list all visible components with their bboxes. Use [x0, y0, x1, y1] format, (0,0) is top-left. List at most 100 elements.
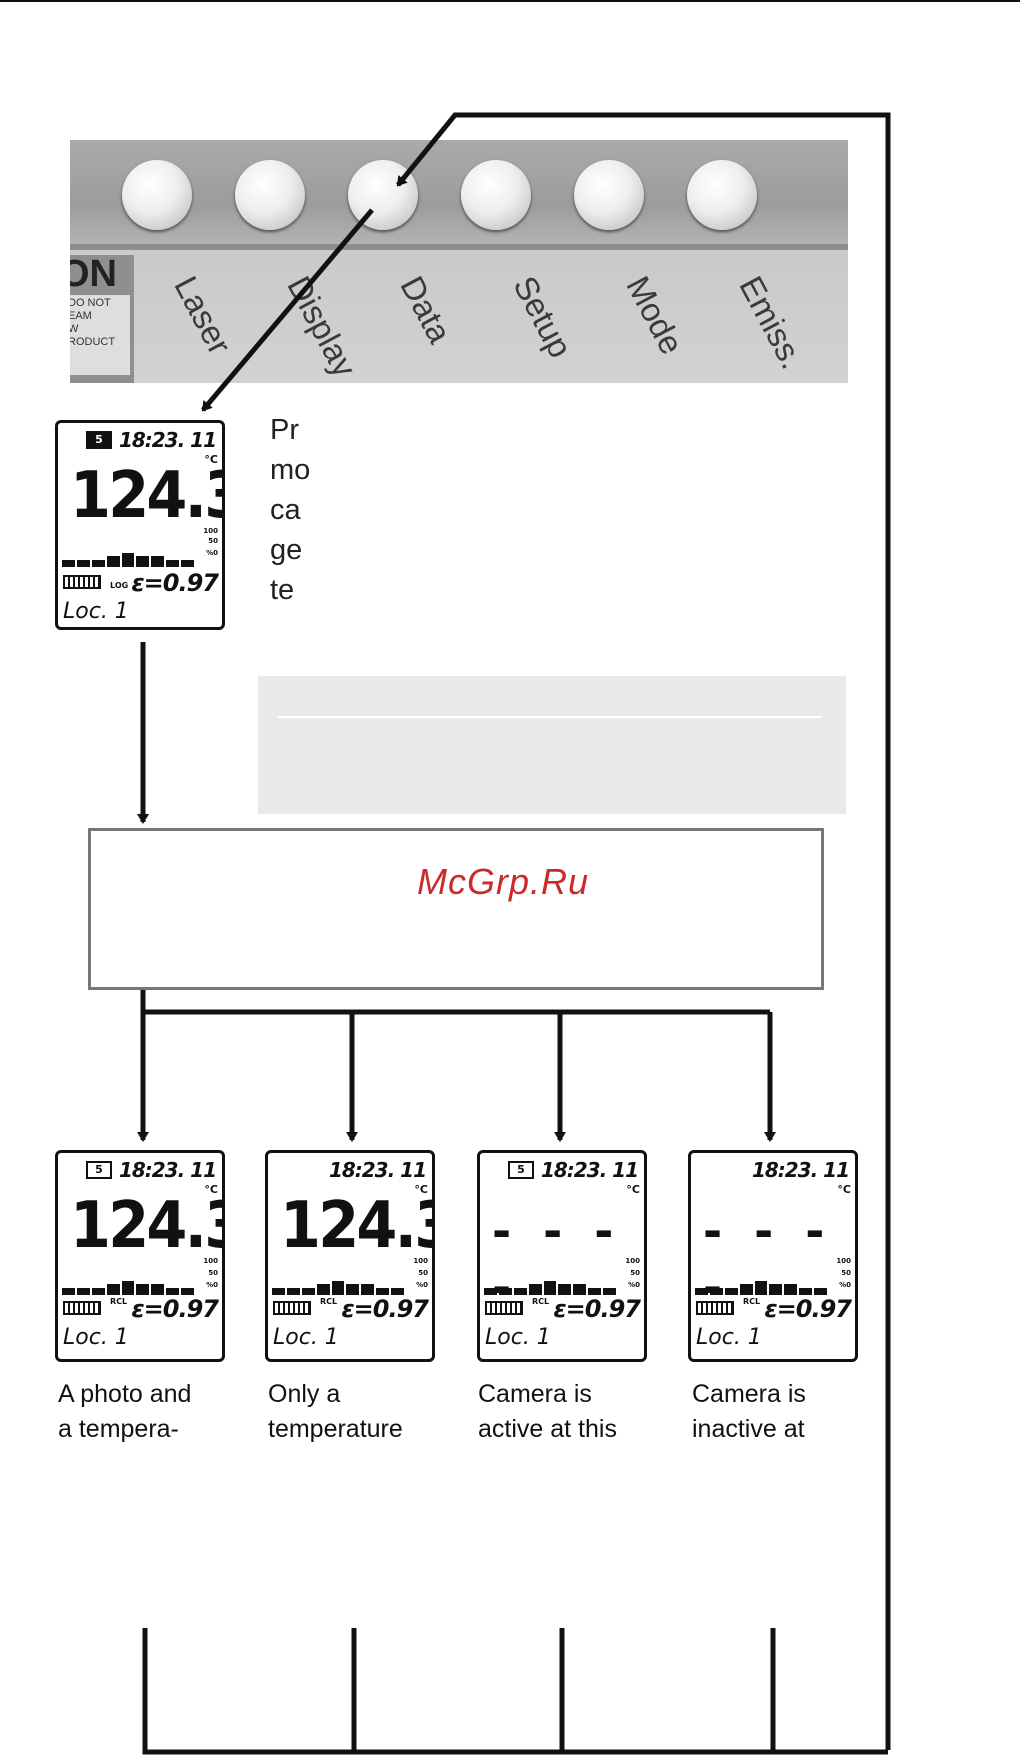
lcd-location: Loc. 1: [63, 599, 129, 624]
emiss-button[interactable]: [687, 160, 757, 230]
note-divider: [278, 716, 822, 718]
display-button[interactable]: [235, 160, 305, 230]
bargraph-segment: [391, 1288, 405, 1295]
lcd-time: 18:23. 11: [118, 428, 217, 452]
lcd-time: 18:23. 11: [540, 1158, 639, 1182]
caption-line: a tempera-: [58, 1415, 179, 1443]
laser-button[interactable]: [122, 160, 192, 230]
bargraph-segment: [528, 1284, 542, 1295]
caption-line: A photo and: [58, 1380, 192, 1408]
lcd-unit: °C: [837, 1183, 851, 1196]
caption-camera-active: Camera is active at this: [478, 1377, 653, 1443]
bargraph-segment: [136, 1284, 150, 1295]
lcd-time: 18:23. 11: [751, 1158, 850, 1182]
note-box: [258, 676, 846, 814]
lcd-reading: - - - -: [703, 1204, 833, 1314]
intro-paragraph: Pr mo ca ge te: [270, 410, 310, 610]
sticker-line: DO NOT: [70, 297, 111, 309]
bargraph-segment: [62, 1288, 75, 1295]
bargraph-segment: [181, 560, 195, 567]
lcd-location: Loc. 1: [696, 1325, 762, 1350]
intro-line: ca: [270, 494, 301, 526]
scale-mark: 100: [413, 1257, 428, 1265]
scale-mark: 50: [418, 1269, 428, 1277]
lcd-emissivity: ε=0.97: [764, 1295, 852, 1323]
lcd-unit: °C: [626, 1183, 640, 1196]
panel-ridge: [70, 244, 848, 250]
lcd-unit: °C: [414, 1183, 428, 1196]
setup-button[interactable]: [461, 160, 531, 230]
bargraph-segment: [76, 1288, 90, 1295]
bargraph-segment: [106, 556, 120, 567]
lcd-display-top: 5 18:23. 11 °C 124.3 100 50 %0 LOG ε=0.9…: [55, 420, 225, 630]
bargraph-segment: [543, 1281, 557, 1295]
bargraph-segment: [121, 553, 135, 567]
battery-icon: [63, 575, 101, 589]
bargraph-segment: [91, 560, 105, 567]
caption-photo-and-temperature: A photo and a tempera-: [58, 1377, 233, 1443]
bargraph-segment: [301, 1288, 315, 1295]
lcd-reading: 124.3: [280, 1189, 432, 1263]
intro-line: ge: [270, 534, 303, 566]
lcd-location: Loc. 1: [63, 1325, 129, 1350]
bargraph-segment: [166, 560, 180, 567]
bargraph-segment: [76, 560, 90, 567]
intro-line: mo: [270, 454, 310, 486]
scale-mark: 50: [630, 1269, 640, 1277]
battery-icon: [696, 1301, 734, 1315]
battery-icon: [273, 1301, 311, 1315]
top-rule: [0, 0, 1020, 2]
lcd-reading: 124.3: [70, 459, 222, 533]
caption-line: Only a: [268, 1380, 341, 1408]
bargraph-segment: [814, 1288, 828, 1295]
bargraph-segment: [151, 556, 165, 567]
lcd-option-photo-and-temperature: 5 18:23. 11 °C 124.3 100 50 %0 RCL ε=0.9…: [55, 1150, 225, 1362]
lcd-mode: RCL: [110, 1297, 128, 1306]
bargraph-segment: [784, 1284, 798, 1295]
lcd-option-temperature-only: 18:23. 11 °C 124.3 100 50 %0 RCL ε=0.97 …: [265, 1150, 435, 1362]
scale-mark: 100: [203, 1257, 218, 1265]
panel-logo: ON DO NOT EAM W RODUCT: [70, 253, 134, 383]
lcd-option-camera-active: 5 18:23. 11 °C - - - - 100 50 %0 RCL ε=0…: [477, 1150, 647, 1362]
scale-mark: 100: [625, 1257, 640, 1265]
logo-text: ON: [70, 253, 117, 295]
intro-line: Pr: [270, 414, 299, 446]
watermark: McGrp.Ru: [417, 861, 590, 902]
bottom-return-bus: [142, 1628, 888, 1755]
caption-line: active at this: [478, 1415, 617, 1443]
caption-line: Camera is: [692, 1380, 806, 1408]
selection-box: McGrp.Ru: [88, 828, 824, 990]
lcd-option-camera-inactive: 18:23. 11 °C - - - - 100 50 %0 RCL ε=0.9…: [688, 1150, 858, 1362]
scale-mark: %0: [206, 1281, 218, 1289]
sticker-line: W: [70, 323, 79, 335]
bargraph-segment: [769, 1284, 783, 1295]
caption-line: temperature: [268, 1415, 403, 1443]
lcd-emissivity: ε=0.97: [131, 1295, 219, 1323]
scale-mark: 50: [208, 1269, 218, 1277]
scale-mark: 100: [836, 1257, 851, 1265]
bargraph: [272, 1281, 405, 1295]
return-loop-line: [396, 112, 891, 1750]
scale-mark: %0: [839, 1281, 851, 1289]
battery-icon: [485, 1301, 523, 1315]
camera-icon: 5: [86, 1161, 112, 1179]
caption-camera-inactive: Camera is inactive at: [692, 1377, 867, 1443]
bargraph-segment: [739, 1284, 753, 1295]
lcd-location: Loc. 1: [485, 1325, 551, 1350]
sticker-line: EAM: [70, 310, 92, 322]
bargraph-segment: [151, 1284, 165, 1295]
bargraph-segment: [603, 1288, 617, 1295]
scale-mark: 100: [203, 527, 218, 535]
caption-line: inactive at: [692, 1415, 805, 1443]
lcd-mode: LOG: [110, 581, 129, 590]
camera-icon: 5: [508, 1161, 534, 1179]
bargraph-segment: [106, 1284, 120, 1295]
lcd-emissivity: ε=0.97: [131, 569, 219, 597]
scale-mark: %0: [416, 1281, 428, 1289]
mode-button[interactable]: [574, 160, 644, 230]
sticker-line: RODUCT: [70, 336, 116, 348]
bargraph-segment: [286, 1288, 300, 1295]
camera-icon: 5: [86, 431, 112, 449]
warning-sticker: DO NOT EAM W RODUCT: [70, 295, 130, 375]
